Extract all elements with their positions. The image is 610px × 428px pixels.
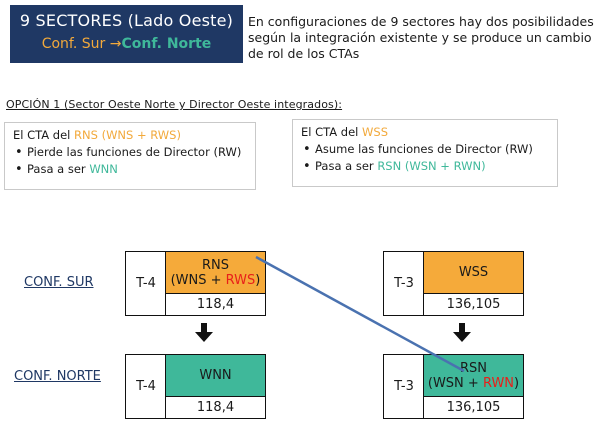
right-panel-bullet-2-highlight: RSN (WSN + RWN) <box>377 159 486 173</box>
sur-right-frequency: 136,105 <box>423 293 524 316</box>
title-box: 9 SECTORES (Lado Oeste) Conf. Sur →Conf.… <box>10 5 243 63</box>
sur-right-position: T-3 <box>383 251 425 316</box>
right-panel-bullet-1: Asume las funciones de Director (RW) <box>303 141 549 158</box>
right-panel-bullet-2: Pasa a ser RSN (WSN + RWN) <box>303 158 549 175</box>
right-panel-heading: El CTA del WSS <box>301 124 549 141</box>
left-panel-bullet-2-highlight: WNN <box>89 162 118 176</box>
norte-right-position: T-3 <box>383 354 425 419</box>
norte-right-sector-composition-pre: (WSN + <box>427 375 483 391</box>
right-panel-bullet-2-pre: Pasa a ser <box>315 159 378 173</box>
left-panel-heading-highlight: RNS (WNS + RWS) <box>74 128 181 142</box>
norte-left-frequency: 118,4 <box>165 396 266 419</box>
norte-left-position: T-4 <box>125 354 167 419</box>
sur-left-sector-name: RNS <box>201 257 229 273</box>
sur-left-sector-composition: (WNS + RWS) <box>171 273 261 288</box>
sur-left-position: T-4 <box>125 251 167 316</box>
norte-right-sector-composition-post: ) <box>514 375 520 391</box>
arrow-down-icon <box>453 323 471 342</box>
right-panel-heading-highlight: WSS <box>362 125 389 139</box>
norte-left-sector-name: WNN <box>199 368 232 383</box>
sur-left-frequency: 118,4 <box>165 293 266 316</box>
title-conf-norte: Conf. Norte <box>121 36 212 52</box>
left-panel-bullet-2-pre: Pasa a ser <box>27 162 90 176</box>
sur-left-sector: RNS (WNS + RWS) <box>165 251 266 294</box>
arrow-down-icon <box>195 323 213 342</box>
left-panel-heading-pre: El CTA del <box>13 128 75 142</box>
intro-text: En configuraciones de 9 sectores hay dos… <box>248 14 594 61</box>
sur-right-sector: WSS <box>423 251 524 294</box>
norte-right-sector-composition-highlight: RWN <box>482 375 515 391</box>
title-subtitle: Conf. Sur →Conf. Norte <box>10 36 243 52</box>
norte-right-sector: RSN (WSN + RWN) <box>423 354 524 397</box>
norte-right-sector-composition: (WSN + RWN) <box>428 376 519 391</box>
left-panel-heading: El CTA del RNS (WNS + RWS) <box>13 127 247 144</box>
title-main: 9 SECTORES (Lado Oeste) <box>19 11 234 30</box>
title-conf-sur: Conf. Sur → <box>41 36 122 52</box>
norte-right-sector-name: RSN <box>459 360 487 376</box>
right-info-panel: El CTA del WSS Asume las funciones de Di… <box>292 119 558 187</box>
sur-left-sector-composition-post: ) <box>255 272 261 288</box>
sur-left-sector-composition-pre: (WNS + <box>170 272 226 288</box>
option-heading: OPCIÓN 1 (Sector Oeste Norte y Director … <box>6 98 343 111</box>
sur-left-sector-composition-highlight: RWS <box>225 272 256 288</box>
left-info-panel: El CTA del RNS (WNS + RWS) Pierde las fu… <box>4 122 256 190</box>
norte-right-frequency: 136,105 <box>423 396 524 419</box>
left-panel-bullet-1: Pierde las funciones de Director (RW) <box>15 144 247 161</box>
conf-norte-label: CONF. NORTE <box>14 369 101 384</box>
left-panel-bullet-2: Pasa a ser WNN <box>15 161 247 178</box>
sur-right-sector-name: WSS <box>458 265 489 280</box>
norte-left-sector: WNN <box>165 354 266 397</box>
conf-sur-label: CONF. SUR <box>24 275 94 290</box>
right-panel-heading-pre: El CTA del <box>301 125 363 139</box>
